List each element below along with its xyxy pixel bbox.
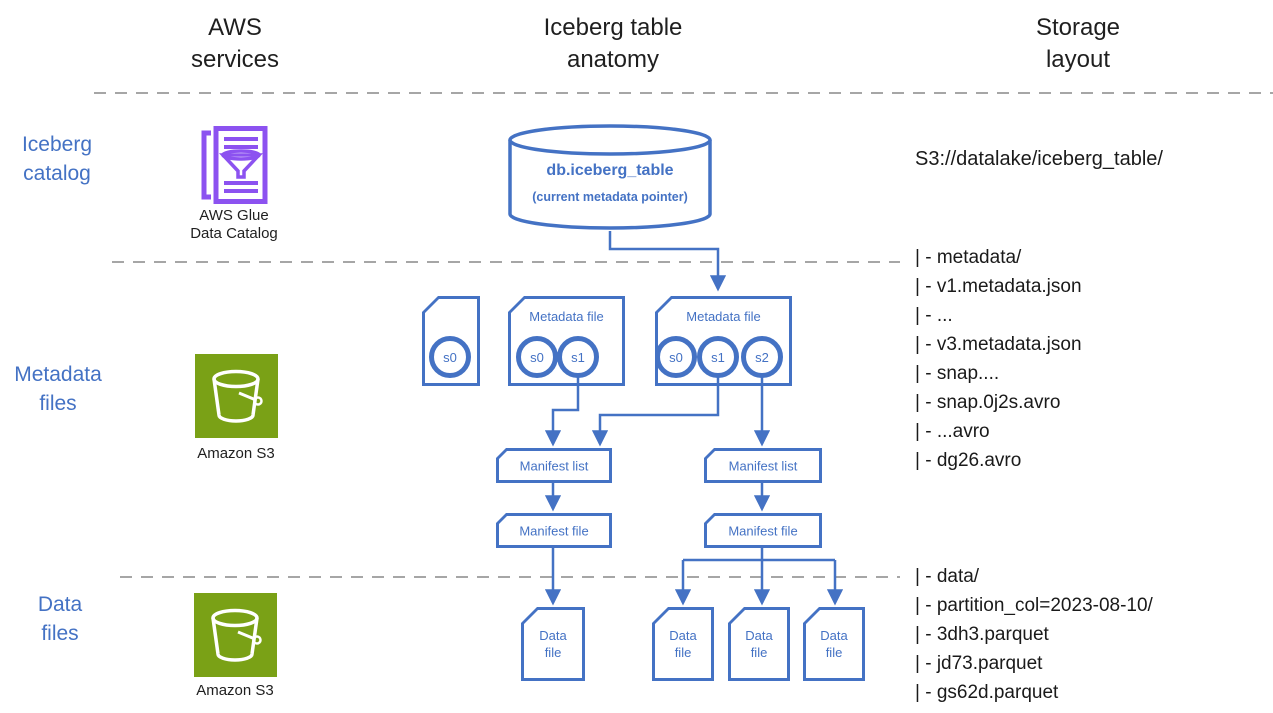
snapshot-s0-file2: s0 — [516, 336, 558, 378]
tree-item: | - 3dh3.parquet — [915, 624, 1049, 645]
s3-label-data: Amazon S3 — [196, 682, 274, 699]
metadata-file-3-label: Metadata file — [686, 309, 761, 324]
tree-item: | - jd73.parquet — [915, 653, 1043, 674]
tree-item: | - snap.0j2s.avro — [915, 392, 1061, 413]
data-file-2: Data file — [652, 607, 714, 681]
db-pointer-note: (current metadata pointer) — [532, 190, 688, 204]
storage-metadata-dir: | - metadata/ — [915, 247, 1022, 268]
glue-data-catalog-icon — [200, 126, 268, 204]
snapshot-s1-file3: s1 — [697, 336, 739, 378]
divider-top — [94, 92, 1273, 94]
row-label-data-files: Data files — [37, 593, 83, 645]
storage-partition-dir: | - partition_col=2023-08-10/ — [915, 595, 1153, 616]
column-header-storage-layout: Storage layout — [1035, 14, 1121, 73]
storage-data-dir: | - data/ — [915, 566, 980, 587]
snapshot-s1-file2: s1 — [557, 336, 599, 378]
s3-bucket-icon-data — [194, 593, 277, 677]
manifest-file-right: Manifest file — [704, 513, 822, 548]
storage-root-path: S3://datalake/iceberg_table/ — [915, 148, 1163, 170]
tree-item: | - ... — [915, 305, 953, 326]
s3-bucket-icon-metadata — [195, 354, 278, 438]
column-header-iceberg-anatomy: Iceberg table anatomy — [543, 14, 683, 73]
tree-item: | - v3.metadata.json — [915, 334, 1082, 355]
tree-item: | - snap.... — [915, 363, 1000, 384]
manifest-file-left: Manifest file — [496, 513, 612, 548]
glue-data-catalog-label: AWS Glue Data Catalog — [190, 207, 278, 242]
snapshot-s2-file3: s2 — [741, 336, 783, 378]
snapshot-s0-file3: s0 — [655, 336, 697, 378]
data-file-3: Data file — [728, 607, 790, 681]
manifest-list-right: Manifest list — [704, 448, 822, 483]
metadata-file-2-label: Metadata file — [529, 309, 604, 324]
tree-item: | - dg26.avro — [915, 450, 1022, 471]
divider-metadata — [112, 261, 900, 263]
db-table-name: db.iceberg_table — [546, 162, 674, 179]
tree-item: | - v1.metadata.json — [915, 276, 1082, 297]
snapshot-s0-file1: s0 — [429, 336, 471, 378]
storage-metadata-tree: | - metadata/ | - v1.metadata.json | - .… — [915, 243, 1082, 475]
storage-data-tree: | - data/ | - partition_col=2023-08-10/ … — [915, 562, 1153, 707]
tree-item: | - gs62d.parquet — [915, 682, 1059, 703]
row-label-metadata-files: Metadata files — [14, 363, 102, 415]
column-header-aws-services: AWS services — [190, 14, 280, 73]
tree-item: | - ...avro — [915, 421, 990, 442]
s3-label-metadata: Amazon S3 — [197, 445, 275, 462]
row-label-iceberg-catalog: Iceberg catalog — [21, 133, 93, 185]
manifest-list-left: Manifest list — [496, 448, 612, 483]
data-file-1: Data file — [521, 607, 585, 681]
iceberg-catalog-db-cylinder: db.iceberg_table (current metadata point… — [507, 122, 713, 234]
data-file-4: Data file — [803, 607, 865, 681]
divider-data — [120, 576, 900, 578]
